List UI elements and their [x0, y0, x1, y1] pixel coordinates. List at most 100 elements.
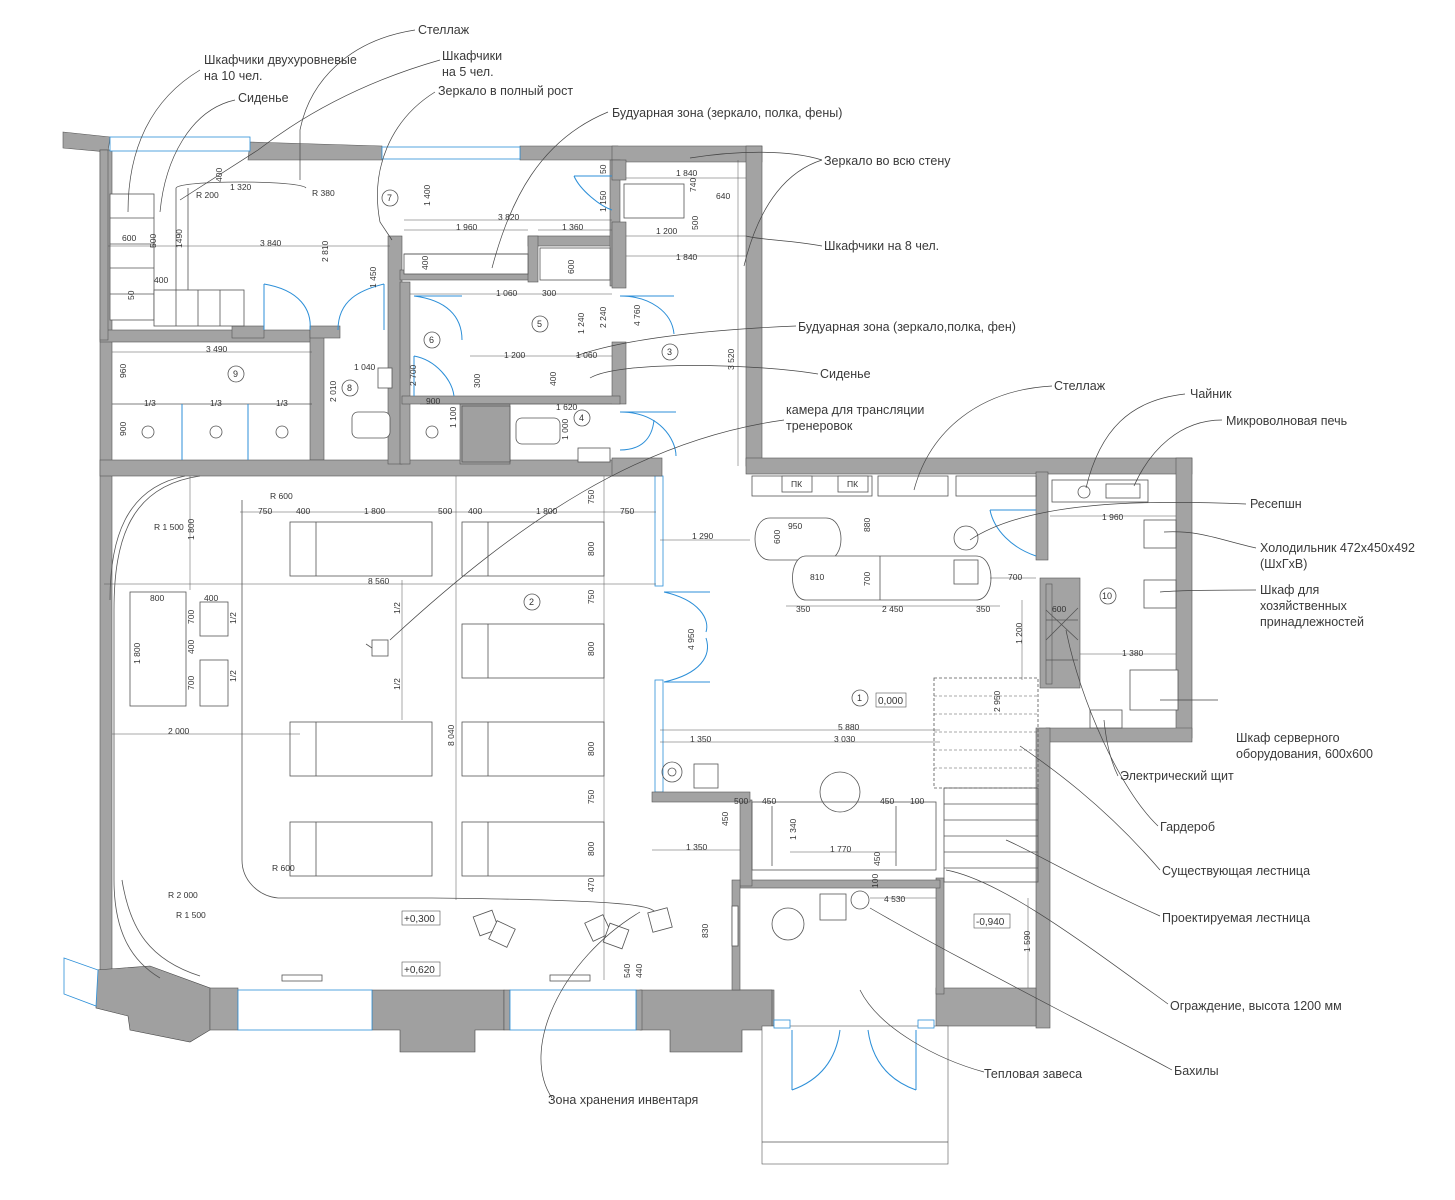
bathtub — [515, 417, 561, 445]
label-seat-top: Сиденье — [238, 91, 289, 105]
dim-label: 2 450 — [882, 604, 904, 614]
dim-label: 1 060 — [576, 350, 598, 360]
dim-label: 2 000 — [168, 726, 190, 736]
entrance — [761, 1019, 949, 1165]
bathtub — [351, 411, 391, 439]
sink — [577, 447, 611, 463]
dim-label: 800 — [586, 542, 596, 556]
level-mark: +0,300 — [404, 914, 435, 925]
dim-label: 400 — [420, 256, 430, 270]
sink — [377, 367, 393, 389]
dim-label: 1490 — [174, 229, 184, 248]
dim-label: 1/2 — [228, 612, 238, 624]
room-number: 2 — [529, 597, 534, 607]
massage-bench — [289, 721, 433, 777]
dim-label: 3 840 — [260, 238, 282, 248]
plant-icon — [771, 907, 805, 941]
dim-label: 8 560 — [368, 576, 390, 586]
dim-label: 1 340 — [788, 818, 798, 840]
pc-icon — [837, 475, 869, 493]
dim-label: R 600 — [272, 863, 295, 873]
dim-label: 1/3 — [210, 398, 222, 408]
dim-label: 450 — [872, 852, 882, 866]
label-lockers-5-1: Шкафчики — [442, 49, 502, 63]
dim-label: 50 — [126, 290, 136, 300]
office-chair-icon — [953, 525, 979, 551]
label-boudoir-mid: Будуарная зона (зеркало,полка, фен) — [798, 320, 1016, 334]
dim-label: 880 — [862, 518, 872, 532]
dim-label: 1 960 — [456, 222, 478, 232]
dim-label: 300 — [542, 288, 556, 298]
label-server-2: оборудования, 600х600 — [1236, 747, 1373, 761]
dim-label: 2 700 — [408, 364, 418, 386]
dim-label: 700 — [1008, 572, 1022, 582]
label-stellazh-mid: Стеллаж — [1054, 379, 1106, 393]
dimension-labels: 400 1 320 R 200 R 380 600 500 1490 3 840… — [118, 164, 1144, 978]
dim-label: 450 — [720, 812, 730, 826]
dim-label: 300 — [472, 374, 482, 388]
pc-label: ПК — [791, 479, 802, 489]
room-number: 9 — [233, 369, 238, 379]
dim-label: 1 800 — [364, 506, 386, 516]
dim-label: 400 — [154, 275, 168, 285]
dim-label: 350 — [796, 604, 810, 614]
dim-label: 400 — [204, 593, 218, 603]
dim-label: 1 200 — [504, 350, 526, 360]
dim-label: 470 — [586, 878, 596, 892]
label-lockers-5-2: на 5 чел. — [442, 65, 494, 79]
dim-label: 1 960 — [1102, 512, 1124, 522]
dim-label: 1 000 — [560, 418, 570, 440]
dim-label: 800 — [586, 742, 596, 756]
dim-label: 1 350 — [690, 734, 712, 744]
dim-label: 3 030 — [834, 734, 856, 744]
dim-label: 350 — [976, 604, 990, 614]
dim-label: 1 400 — [422, 184, 432, 206]
dim-label: 5 880 — [838, 722, 860, 732]
dim-label: R 1 500 — [176, 910, 206, 920]
dim-label: 1 040 — [354, 362, 376, 372]
electric-panel-icon — [1089, 709, 1123, 729]
hall-2 — [109, 475, 739, 982]
dim-label: 950 — [788, 521, 802, 531]
radiator — [281, 974, 323, 982]
pc-label: ПК — [847, 479, 858, 489]
kettle-icon — [1077, 485, 1091, 499]
dim-label: 8 040 — [446, 724, 456, 746]
dim-label: R 380 — [312, 188, 335, 198]
label-microwave: Микроволновая печь — [1226, 414, 1347, 428]
dim-label: 1 590 — [1022, 930, 1032, 952]
label-reception: Ресепшн — [1250, 497, 1302, 511]
label-server-1: Шкаф серверного — [1236, 731, 1340, 745]
dim-label: 600 — [566, 260, 576, 274]
label-fridge-1: Холодильник 472х450х492 — [1260, 541, 1415, 555]
label-camera-2: тренеровок — [786, 419, 853, 433]
chair-icon — [472, 907, 673, 950]
level-marks: 0,000 +0,300 +0,620 -0,940 — [401, 692, 1011, 977]
dim-label: 4 760 — [632, 304, 642, 326]
label-mirror-wall: Зеркало во всю стену — [824, 154, 951, 168]
dim-label: 1 060 — [496, 288, 518, 298]
dim-label: 3 820 — [498, 212, 520, 222]
dim-label: 960 — [118, 364, 128, 378]
dim-label: R 600 — [270, 491, 293, 501]
dim-label: 600 — [772, 530, 782, 544]
stool — [199, 601, 229, 637]
dim-label: 500 — [690, 216, 700, 230]
label-lockers-8: Шкафчики на 8 чел. — [824, 239, 939, 253]
massage-bench — [289, 821, 433, 877]
dim-label: 750 — [586, 590, 596, 604]
dim-label: 800 — [586, 642, 596, 656]
dim-label: 400 — [214, 168, 224, 182]
radiator — [731, 905, 739, 947]
dim-label: 1/3 — [144, 398, 156, 408]
dim-label: 1 800 — [132, 642, 142, 664]
label-lockers-two-tier-1: Шкафчики двухуровневые — [204, 53, 357, 67]
label-kettle: Чайник — [1190, 387, 1232, 401]
dim-label: 600 — [122, 233, 136, 243]
shelf — [877, 475, 949, 497]
label-electric: Электрический щит — [1120, 769, 1234, 783]
dim-label: 1 620 — [556, 402, 578, 412]
annotation-labels: Стеллаж Шкафчики двухуровневые на 10 чел… — [204, 23, 1415, 1107]
dim-label: 900 — [426, 396, 440, 406]
